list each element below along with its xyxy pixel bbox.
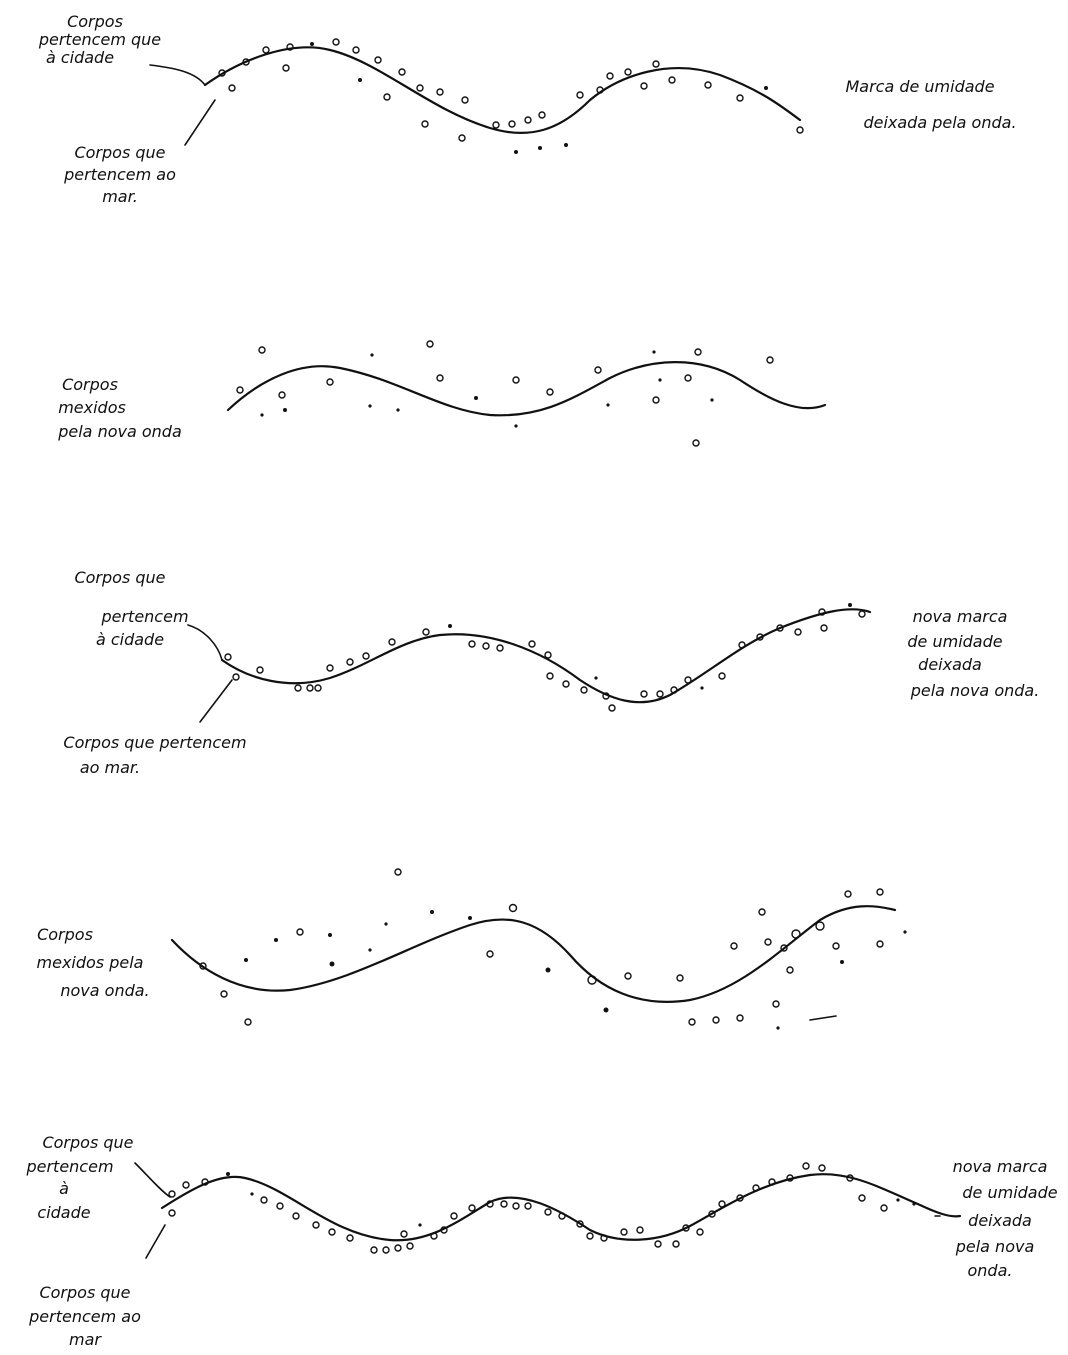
bodies-1 [218, 38, 804, 154]
label-city-3-line-1: Corpos que [74, 568, 165, 587]
leader-sea-1 [184, 99, 216, 146]
leader-city-1 [149, 64, 206, 86]
wave-line-2 [226, 361, 827, 417]
label-mark-5-line-1: nova marca [953, 1157, 1048, 1176]
leader-sea-5 [145, 1224, 166, 1259]
label-sea-5-line-2: pertencem ao [28, 1307, 141, 1326]
label-mark-3-line-2: de umidade [907, 632, 1002, 651]
label-mark-3-line-1: nova marca [913, 607, 1008, 626]
label-city-1-line-2: pertencem que [38, 30, 161, 49]
panel-5: Corpos que pertencem à cidade Corpos que… [25, 1133, 1057, 1349]
label-sea-3-line-2: ao mar. [80, 758, 140, 777]
label-moved-2-line-2: mexidos [58, 398, 126, 417]
leader-city-3 [187, 624, 223, 661]
label-mark-5-line-2: de umidade [962, 1183, 1057, 1202]
label-mark-3-line-4: pela nova onda. [910, 681, 1040, 700]
label-city-3-line-2: pertencem [100, 607, 188, 626]
label-sea-5-line-3: mar [69, 1330, 102, 1349]
leader-city-5 [134, 1162, 171, 1198]
label-moved-2-line-1: Corpos [62, 375, 118, 394]
leader-sea-3 [199, 679, 233, 723]
bodies-3 [224, 603, 866, 712]
label-mark-1-line-2: deixada pela onda. [863, 113, 1016, 132]
wave-line-1 [203, 46, 802, 135]
label-city-5-line-2: pertencem [25, 1157, 113, 1176]
label-mark-5-line-4: pela nova [955, 1237, 1035, 1256]
wave-line-5 [160, 1173, 962, 1242]
panel-3: Corpos que pertencem à cidade Corpos que… [63, 568, 1039, 777]
label-moved-2-line-3: pela nova onda [57, 422, 182, 441]
label-mark-3-line-3: deixada [918, 655, 982, 674]
label-city-1-line-1: Corpos [67, 12, 123, 31]
bodies-5 [168, 1162, 916, 1254]
label-sea-1-line-2: pertencem ao [63, 165, 176, 184]
label-mark-5-line-5: onda. [968, 1261, 1013, 1280]
wave-line-3 [220, 608, 872, 704]
panel-1: Corpos pertencem que à cidade Corpos que… [38, 12, 1017, 206]
label-city-3-line-3: à cidade [96, 630, 164, 649]
wave-line-4 [170, 905, 897, 1003]
panel-4: Corpos mexidos pela nova onda. [37, 868, 907, 1030]
label-moved-4-line-2: mexidos pela [37, 953, 144, 972]
label-mark-1-line-1: Marca de umidade [845, 77, 994, 96]
bodies-2 [236, 340, 774, 447]
label-mark-5-line-3: deixada [968, 1211, 1032, 1230]
label-city-1-line-3: à cidade [46, 48, 114, 67]
label-sea-5-line-1: Corpos que [39, 1283, 130, 1302]
label-sea-1-line-1: Corpos que [74, 143, 165, 162]
bodies-4 [199, 868, 907, 1030]
label-moved-4-line-3: nova onda. [60, 981, 149, 1000]
label-city-5-line-4: cidade [37, 1203, 90, 1222]
label-moved-4-line-1: Corpos [37, 925, 93, 944]
label-city-5-line-3: à [59, 1179, 69, 1198]
label-sea-3-line-1: Corpos que pertencem [63, 733, 246, 752]
panel-2: Corpos mexidos pela nova onda [57, 340, 827, 447]
label-city-5-line-1: Corpos que [42, 1133, 133, 1152]
label-sea-1-line-3: mar. [102, 187, 138, 206]
